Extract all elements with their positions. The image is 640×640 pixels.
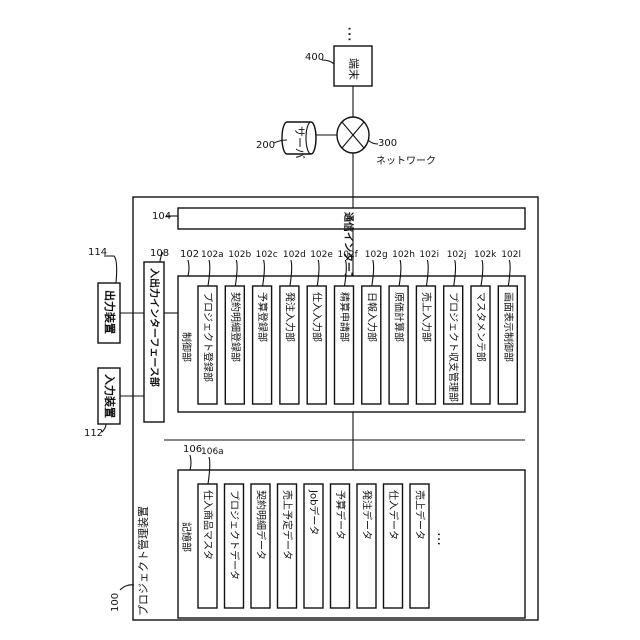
control-item-label: 売上入力部 [420,292,433,342]
storage-item-label: 契約明細データ [255,490,268,560]
control-item-label: 日報入力部 [365,292,378,342]
storage-unit-label: 記憶部 [180,522,193,552]
control-item-label: プロジェクト登録部 [202,292,215,382]
control-item-ref: 102g [365,250,388,260]
storage-more: … [434,532,450,546]
io-interface-label: 入出力インターフェース部 [148,268,161,387]
storage-item-label: 発注データ [361,490,374,540]
storage-item-ref: 106a [201,447,224,457]
terminal-label: 端末 [347,58,361,80]
control-item-label: 仕入入力部 [311,292,324,342]
input-device-label: 入力装置 [103,374,117,418]
control-unit-label: 制御部 [180,332,193,362]
control-item-ref: 102e [310,250,333,260]
control-item-label: 精算申請部 [338,292,351,342]
control-item-ref: 102k [474,250,497,260]
control-item-ref: 102a [201,250,224,260]
control-item-ref: 102l [501,250,521,260]
server-label: サーバ [293,126,306,159]
terminal-ref: 400 [305,52,324,63]
control-item-label: 契約明細登録部 [229,292,242,362]
control-item-ref: 102h [392,250,415,260]
storage-unit-ref: 106 [183,444,202,455]
storage-item-label: 予算データ [334,490,347,540]
storage-item-label: 売上予定データ [281,490,294,560]
storage-item-label: 仕入データ [387,490,400,540]
control-item-label: 原価計算部 [393,292,406,342]
device-ref: 100 [110,593,121,612]
network-label: ネットワーク [376,155,436,167]
storage-item-label: プロジェクトデータ [228,490,241,580]
output-device-label: 出力装置 [103,290,117,334]
storage-item-label: Jobデータ [308,489,321,535]
input-device-ref: 112 [84,428,103,439]
control-item-ref: 102j [447,250,467,260]
control-item-ref: 102i [419,250,439,260]
device-label: プロジェクト管理装置 [136,506,150,616]
control-unit-ref: 102 [180,249,199,260]
control-item-label: マスタメンテ部 [475,292,488,362]
terminal-more: … [345,26,364,42]
control-item-ref: 102d [283,250,306,260]
control-item-label: 予算登録部 [256,292,269,342]
server-ref: 200 [256,140,275,151]
control-item-ref: 102f [338,250,359,260]
control-item-label: 発注入力部 [283,292,296,342]
storage-item-label: 売上データ [414,490,427,540]
io-interface-ref: 108 [150,248,169,259]
control-item-label: 画面表示制御部 [502,292,515,362]
control-item-ref: 102b [228,250,251,260]
control-item-ref: 102c [256,250,278,260]
storage-item-label: 仕入商品マスタ [202,490,215,560]
network-ref: 300 [378,138,397,149]
control-item-label: プロジェクト収支管理部 [447,292,460,402]
